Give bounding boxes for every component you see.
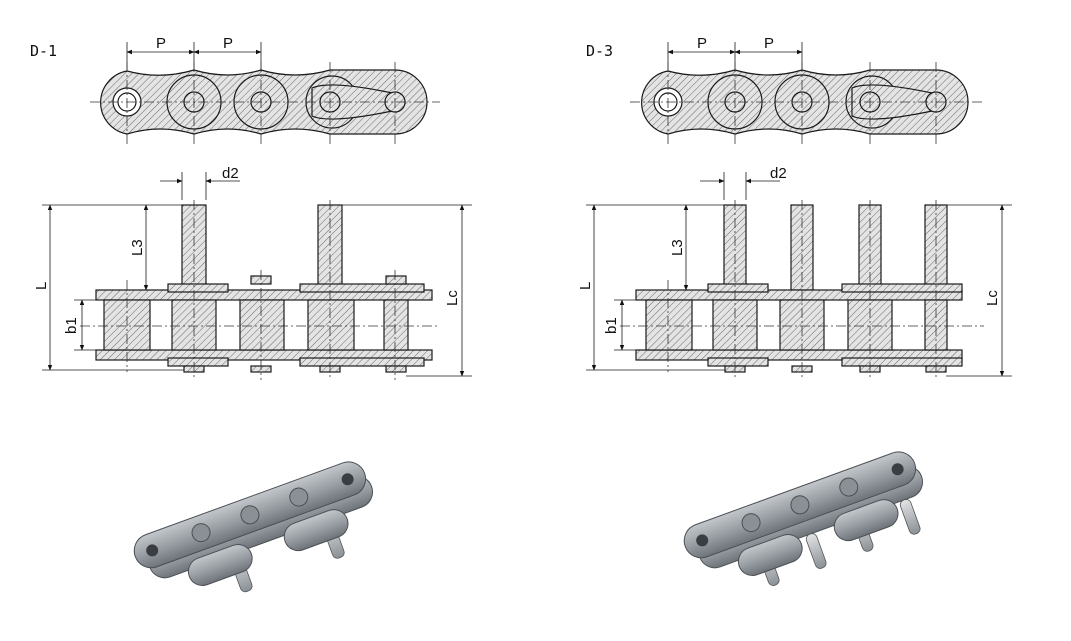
pitch-dimension: P P: [126, 35, 262, 70]
chain-side-view: [80, 200, 440, 380]
chain-length-dimension: Lc: [946, 204, 1012, 377]
variant-d3: D-3 P P: [577, 35, 1012, 586]
pitch-label: P: [764, 35, 774, 52]
variant-code: D-1: [30, 42, 57, 60]
variant-code: D-3: [586, 42, 613, 60]
extension-length-label: L3: [669, 239, 686, 256]
extension-length-label: L3: [129, 239, 146, 256]
pin-diameter-label: d2: [222, 165, 239, 182]
chain-top-view: [630, 62, 984, 145]
inner-width-label: b1: [603, 317, 620, 334]
pin-diameter-label: d2: [770, 165, 787, 182]
chain-top-view: [90, 62, 440, 145]
chain-photo: [683, 451, 924, 586]
inner-width-dimension: b1: [63, 299, 104, 351]
pitch-label: P: [156, 35, 166, 52]
total-length-dimension: L: [33, 204, 184, 371]
total-length-label: L: [577, 282, 594, 290]
variant-d1: D-1 P P: [30, 35, 472, 593]
chain-length-label: Lc: [444, 290, 461, 306]
chain-side-view: [620, 200, 984, 380]
pin-diameter-dimension: d2: [700, 165, 787, 200]
extension-length-dimension: L3: [669, 204, 708, 291]
inner-width-label: b1: [63, 317, 80, 334]
chain-photo: [133, 461, 374, 593]
chain-length-label: Lc: [984, 290, 1001, 306]
total-length-dimension: L: [577, 204, 725, 371]
pin-diameter-dimension: d2: [160, 165, 240, 200]
inner-width-dimension: b1: [603, 299, 646, 351]
total-length-label: L: [33, 282, 50, 290]
pitch-label: P: [697, 35, 707, 52]
pitch-dimension: P P: [667, 35, 803, 70]
pitch-label: P: [223, 35, 233, 52]
chain-length-dimension: Lc: [342, 204, 472, 377]
extension-length-dimension: L3: [129, 204, 168, 291]
